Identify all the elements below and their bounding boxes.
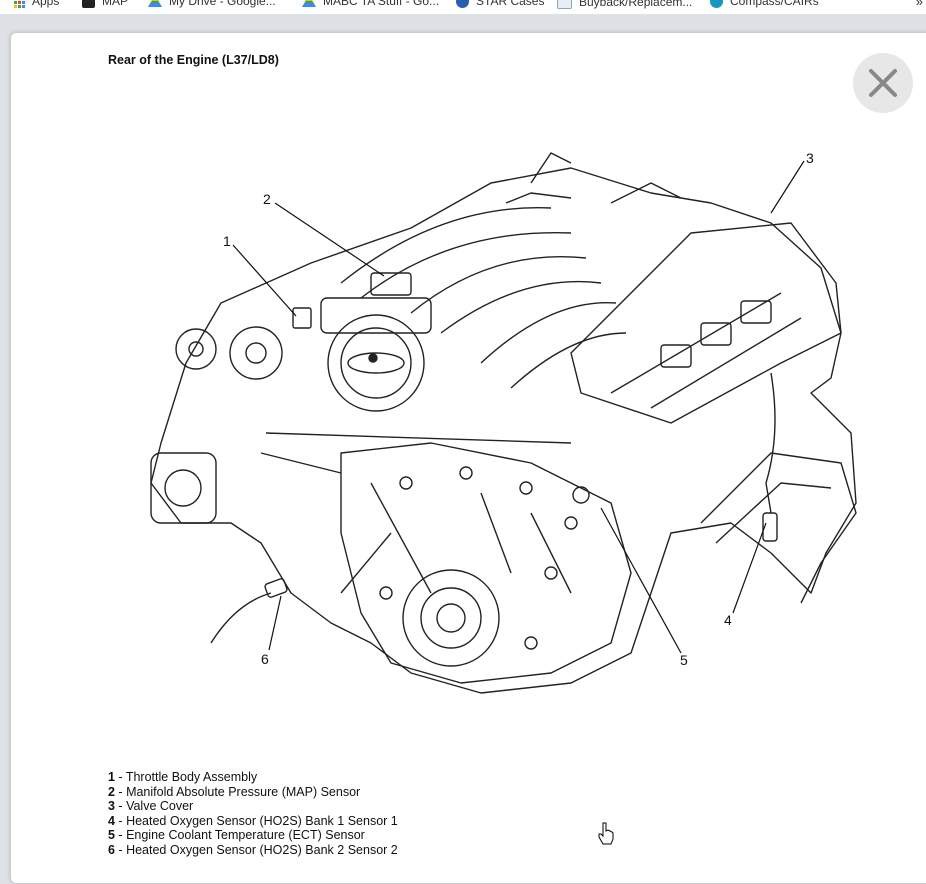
bookmark-my-drive[interactable]: My Drive - Google...	[148, 0, 276, 8]
modal-title: Rear of the Engine (L37/LD8)	[108, 53, 279, 67]
star-cases-icon	[456, 0, 469, 8]
callout-2: 2	[263, 191, 271, 207]
legend: 1 - Throttle Body Assembly 2 - Manifold …	[108, 770, 398, 857]
bookmark-compass[interactable]: Compass/CAIRs	[710, 0, 819, 8]
callout-1: 1	[223, 233, 231, 249]
legend-item-4: 4 - Heated Oxygen Sensor (HO2S) Bank 1 S…	[108, 813, 398, 828]
callout-4: 4	[724, 612, 732, 628]
callout-5: 5	[680, 652, 688, 668]
bookmark-label: My Drive - Google...	[169, 0, 276, 8]
bookmark-label: Compass/CAIRs	[730, 0, 819, 8]
bookmark-page-icon	[557, 0, 572, 9]
legend-item-3: 3 - Valve Cover	[108, 799, 194, 813]
bookmark-label: MAP	[102, 0, 129, 8]
callout-labels: 1 2 3 4 5 6	[223, 150, 814, 668]
bookmark-buyback[interactable]: Buyback/Replacem...	[557, 0, 692, 9]
callout-leaders	[232, 160, 805, 654]
salesforce-cloud-icon	[710, 0, 723, 8]
legend-item-1: 1 - Throttle Body Assembly	[108, 770, 258, 784]
legend-item-5: 5 - Engine Coolant Temperature (ECT) Sen…	[108, 828, 365, 842]
google-drive-icon	[148, 0, 162, 7]
hand-cursor-icon	[598, 822, 614, 845]
legend-item-2: 2 - Manifold Absolute Pressure (MAP) Sen…	[108, 784, 361, 799]
close-button[interactable]	[853, 53, 913, 113]
bookmark-star-cases[interactable]: STAR Cases	[456, 0, 544, 8]
engine-diagram: 1 2 3 4 5 6	[150, 150, 857, 694]
legend-item-6: 6 - Heated Oxygen Sensor (HO2S) Bank 2 S…	[108, 842, 398, 857]
google-drive-icon	[302, 0, 316, 7]
callout-3: 3	[806, 150, 814, 166]
bookmarks-bar: Apps MAP My Drive - Google... MABC TA St…	[0, 0, 926, 14]
bookmark-mabc-ta[interactable]: MABC TA Stuff - Go...	[302, 0, 439, 8]
bookmark-apps[interactable]: Apps	[14, 0, 59, 8]
apps-grid-icon	[14, 0, 25, 8]
bookmark-map[interactable]: MAP	[82, 0, 128, 8]
map-bookmark-icon	[82, 0, 95, 8]
engine-drawing	[150, 152, 857, 694]
callout-6: 6	[261, 651, 269, 667]
image-modal: Rear of the Engine (L37/LD8)	[10, 32, 926, 884]
bookmark-label: Apps	[32, 0, 60, 8]
bookmark-label: MABC TA Stuff - Go...	[323, 0, 440, 8]
close-icon	[869, 69, 897, 97]
bookmark-label: STAR Cases	[476, 0, 545, 8]
bookmark-label: Buyback/Replacem...	[579, 0, 693, 9]
bookmarks-overflow-button[interactable]: »	[915, 0, 923, 9]
